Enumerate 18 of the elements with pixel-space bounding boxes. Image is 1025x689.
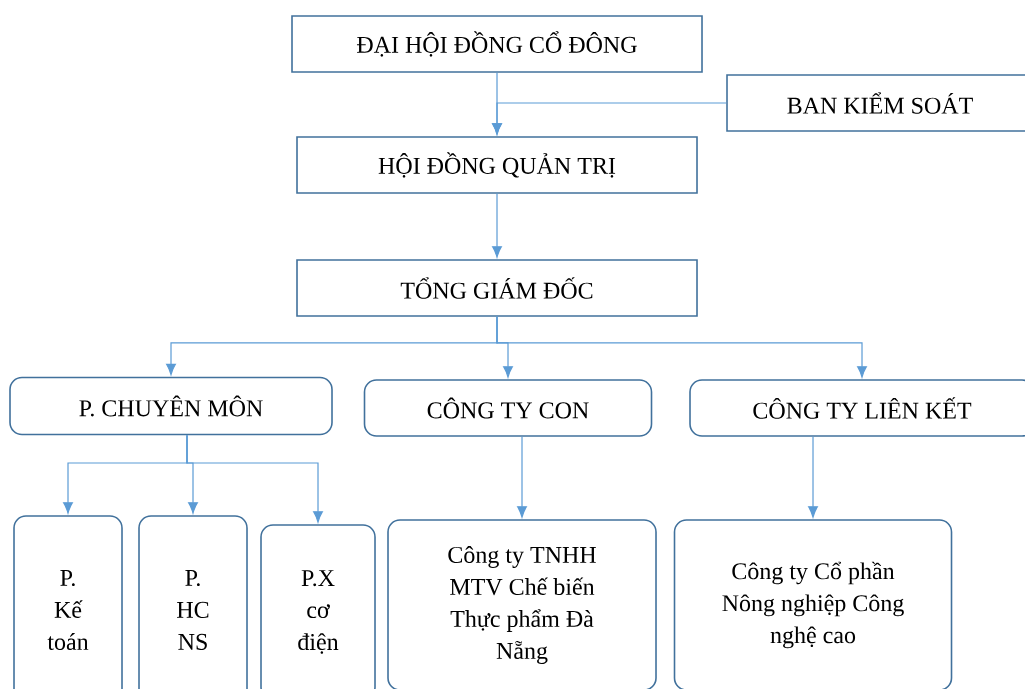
arrow	[496, 316, 867, 378]
org-box: P.X cơ điện	[260, 524, 376, 689]
org-box: Công ty TNHH MTV Chế biến Thực phẩm Đà Nẵng	[387, 519, 657, 689]
org-box: P. Kế toán	[13, 515, 123, 689]
arrow	[492, 193, 502, 258]
arrow	[186, 434, 323, 523]
org-box: P. CHUYÊN MÔN	[9, 376, 333, 436]
org-box: CÔNG TY CON	[363, 379, 653, 437]
org-box: P. HC NS	[138, 515, 248, 689]
org-box: BAN KIỂM SOÁT	[726, 74, 1025, 132]
org-box: TỔNG GIÁM ĐỐC	[296, 259, 698, 317]
org-box: HỘI ĐỒNG QUẢN TRỊ	[296, 136, 698, 194]
arrow	[492, 102, 727, 135]
arrow	[517, 436, 527, 518]
org-box: ĐẠI HỘI ĐỒNG CỔ ĐÔNG	[291, 15, 703, 73]
org-box: Công ty Cổ phần Nông nghiệp Công nghệ cao	[673, 519, 953, 689]
arrow	[808, 436, 818, 518]
org-box: CÔNG TY LIÊN KẾT	[689, 379, 1025, 437]
